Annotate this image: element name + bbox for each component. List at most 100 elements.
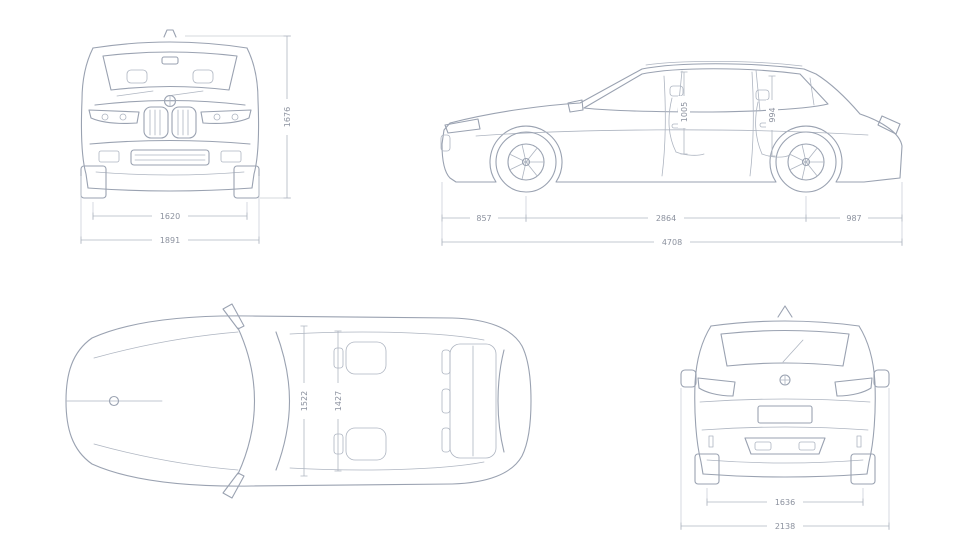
quarter-window-divider (809, 77, 815, 106)
side-glasshouse (583, 68, 829, 113)
headlight-left (88, 109, 140, 124)
front-headroom-label: 1005 (680, 102, 689, 122)
side-intake-right (220, 150, 242, 163)
rear-width-ext (680, 388, 890, 530)
dim-label-bg (766, 100, 778, 130)
rear-wheel-right (850, 453, 876, 485)
rear-rim (787, 143, 825, 181)
rear-body-right (858, 325, 876, 475)
rear-spokes (790, 145, 824, 179)
rear-wiper (782, 339, 804, 363)
front-body-left (80, 47, 94, 189)
front-seat-headrest (669, 85, 684, 97)
side-view: 1005 994 857 2864 987 4708 (440, 60, 903, 248)
roof-edge-bottom (289, 461, 485, 471)
side-intake-left (98, 150, 120, 163)
front-interior-width-label: 1522 (300, 391, 309, 411)
mirror-top (222, 303, 245, 330)
front-tire (495, 131, 557, 193)
front-body-right (246, 47, 260, 189)
grille-slats (149, 109, 189, 136)
wheelbase-label: 2864 (656, 214, 676, 223)
top-car-outline (65, 303, 532, 499)
dim-label-bg (767, 520, 803, 532)
top-body-outline (65, 315, 532, 487)
rear-roof (710, 320, 860, 327)
front-lower-edge (95, 171, 245, 176)
dim-label-bg (767, 496, 803, 508)
side-headlight (444, 118, 481, 134)
dim-label-bg (840, 212, 868, 224)
front-view: 1620 1891 1676 (80, 29, 293, 246)
top-view: 1522 1427 (65, 303, 532, 499)
lower-intake (130, 149, 210, 166)
rear-headrest-2 (441, 388, 451, 414)
rear-window (720, 329, 850, 367)
side-body-profile (441, 63, 903, 183)
rear-bumper-bottom (702, 473, 868, 478)
rear-bumper-crease (701, 426, 869, 431)
driver-seat (345, 341, 387, 375)
rear-headrest-3 (441, 427, 451, 453)
side-interior (668, 85, 791, 158)
dim-label-bg (654, 236, 690, 248)
headlight-right-ring2 (213, 113, 221, 121)
taillight-left (697, 377, 736, 397)
roof-edge-top (289, 331, 485, 341)
top-dimensions: 1522 1427 (298, 325, 344, 477)
driver-headrest (333, 347, 344, 369)
dim-label-bg (152, 210, 188, 222)
wipers (116, 90, 204, 97)
rear-lower-edge (706, 459, 864, 464)
rear-body-left (694, 325, 712, 475)
exhaust-right (798, 441, 816, 451)
dim-label-bg (648, 212, 684, 224)
windshield-arc-rear (275, 331, 290, 471)
rear-wheel-left (694, 453, 720, 485)
hood-crease-top (93, 331, 239, 359)
front-windshield (102, 51, 238, 91)
bmw-roundel-hood (108, 395, 120, 407)
rearview-mirror (161, 56, 179, 65)
dim-label-bg (152, 234, 188, 246)
overall-length-label: 4708 (662, 238, 682, 247)
lower-intake-slats (134, 154, 206, 161)
rear-view: 1636 2138 (680, 305, 890, 532)
bumper-crease (89, 139, 251, 145)
side-ext-lines (441, 182, 903, 246)
side-taillight (877, 115, 901, 135)
rear-seat-headrest (755, 89, 770, 101)
dim-label-bg (298, 383, 310, 419)
front-height-label: 1676 (283, 107, 292, 127)
front-headrest-left (126, 69, 148, 84)
roof-rails (645, 60, 803, 67)
mirror-bottom (222, 472, 245, 499)
top-interior (333, 341, 497, 461)
rear-interior-width-label: 1427 (334, 391, 343, 411)
bmw-roundel-front-cross (164, 95, 176, 107)
rear-window-arc (497, 349, 505, 453)
dim-label-bg (332, 383, 344, 419)
kidney-grille-left (143, 106, 169, 139)
front-antenna (163, 29, 177, 38)
dim-label-bg (281, 99, 293, 135)
rear-width-label: 2138 (775, 522, 795, 531)
rear-overhang-label: 987 (846, 214, 861, 223)
front-bumper-bottom (87, 187, 253, 192)
front-width-label: 1891 (160, 236, 180, 245)
rear-seat-back (755, 101, 763, 155)
front-hub (521, 157, 531, 167)
passenger-headrest (333, 433, 344, 455)
reflector-right (856, 435, 862, 448)
headlight-right (200, 109, 252, 124)
side-grille (440, 134, 451, 152)
taillight-right (834, 377, 873, 397)
front-seat-cushion (675, 151, 705, 156)
rear-mirror-right (873, 369, 890, 388)
hatch-line (699, 398, 871, 403)
front-seat-back (668, 97, 677, 153)
front-roof (92, 41, 248, 49)
rear-door-cut (749, 71, 754, 177)
hood-crease-bottom (93, 443, 239, 471)
front-headrest-right (192, 69, 214, 84)
